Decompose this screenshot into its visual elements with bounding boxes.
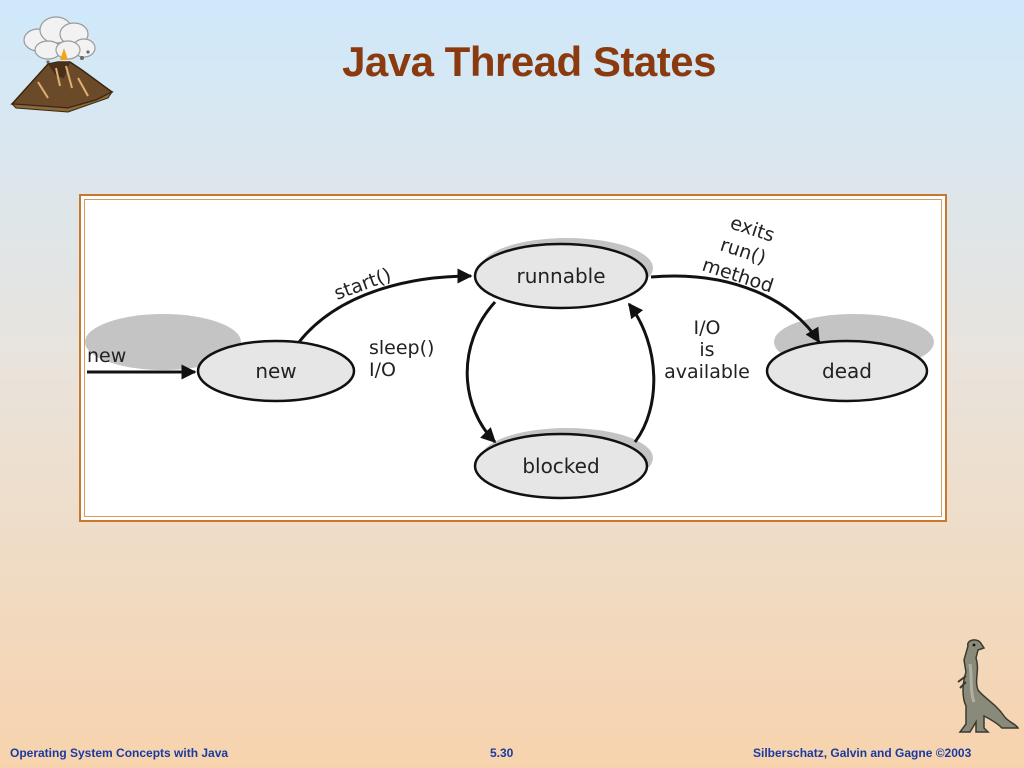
io-available-label-1: I/O	[694, 317, 721, 339]
entry-label: new	[87, 345, 126, 367]
state-dead-label: dead	[822, 359, 872, 383]
start-label: start()	[331, 264, 394, 305]
state-new-label: new	[255, 359, 296, 383]
state-blocked-label: blocked	[522, 454, 599, 478]
state-diagram-svg: new runnable blocked dead new start() sl…	[81, 196, 945, 520]
slide-title: Java Thread States	[0, 38, 1024, 86]
io-available-label-3: available	[664, 361, 750, 383]
thread-state-diagram: new runnable blocked dead new start() sl…	[79, 194, 947, 522]
to-blocked-label-2: I/O	[369, 359, 396, 381]
arrow-io-available	[629, 304, 654, 442]
state-runnable-label: runnable	[516, 264, 605, 288]
io-available-label-2: is	[699, 339, 714, 361]
dinosaur-icon	[944, 636, 1020, 736]
footer-authors: Silberschatz, Galvin and Gagne ©2003	[753, 746, 971, 760]
to-blocked-label-1: sleep()	[369, 337, 434, 359]
arrow-to-blocked	[467, 302, 495, 442]
footer-book-title: Operating System Concepts with Java	[10, 746, 228, 760]
footer-page-number: 5.30	[490, 746, 513, 760]
